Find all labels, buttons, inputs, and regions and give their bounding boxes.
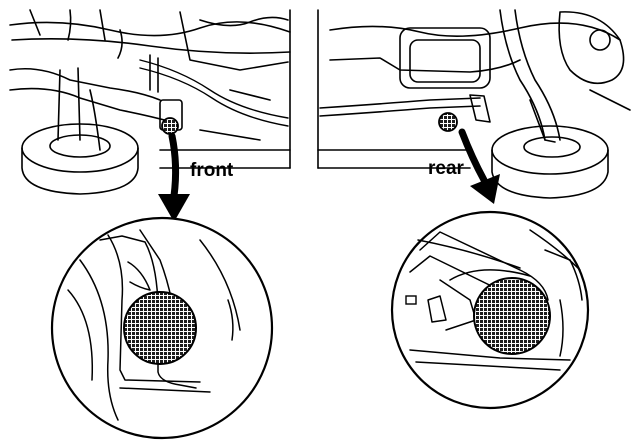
front-jack-point-marker bbox=[161, 117, 179, 135]
front-underbody-drawing bbox=[9, 9, 291, 195]
front-jack-point bbox=[123, 291, 197, 365]
rear-underbody-drawing bbox=[317, 9, 631, 199]
front-detail-view bbox=[50, 216, 274, 440]
rear-jack-point-marker bbox=[438, 112, 458, 132]
front-arrow bbox=[158, 132, 190, 222]
rear-jack-point bbox=[473, 277, 551, 355]
rear-arrow bbox=[458, 128, 500, 204]
rear-detail-view bbox=[390, 210, 590, 410]
rear-label: rear bbox=[428, 158, 465, 179]
front-label: front bbox=[190, 160, 234, 181]
